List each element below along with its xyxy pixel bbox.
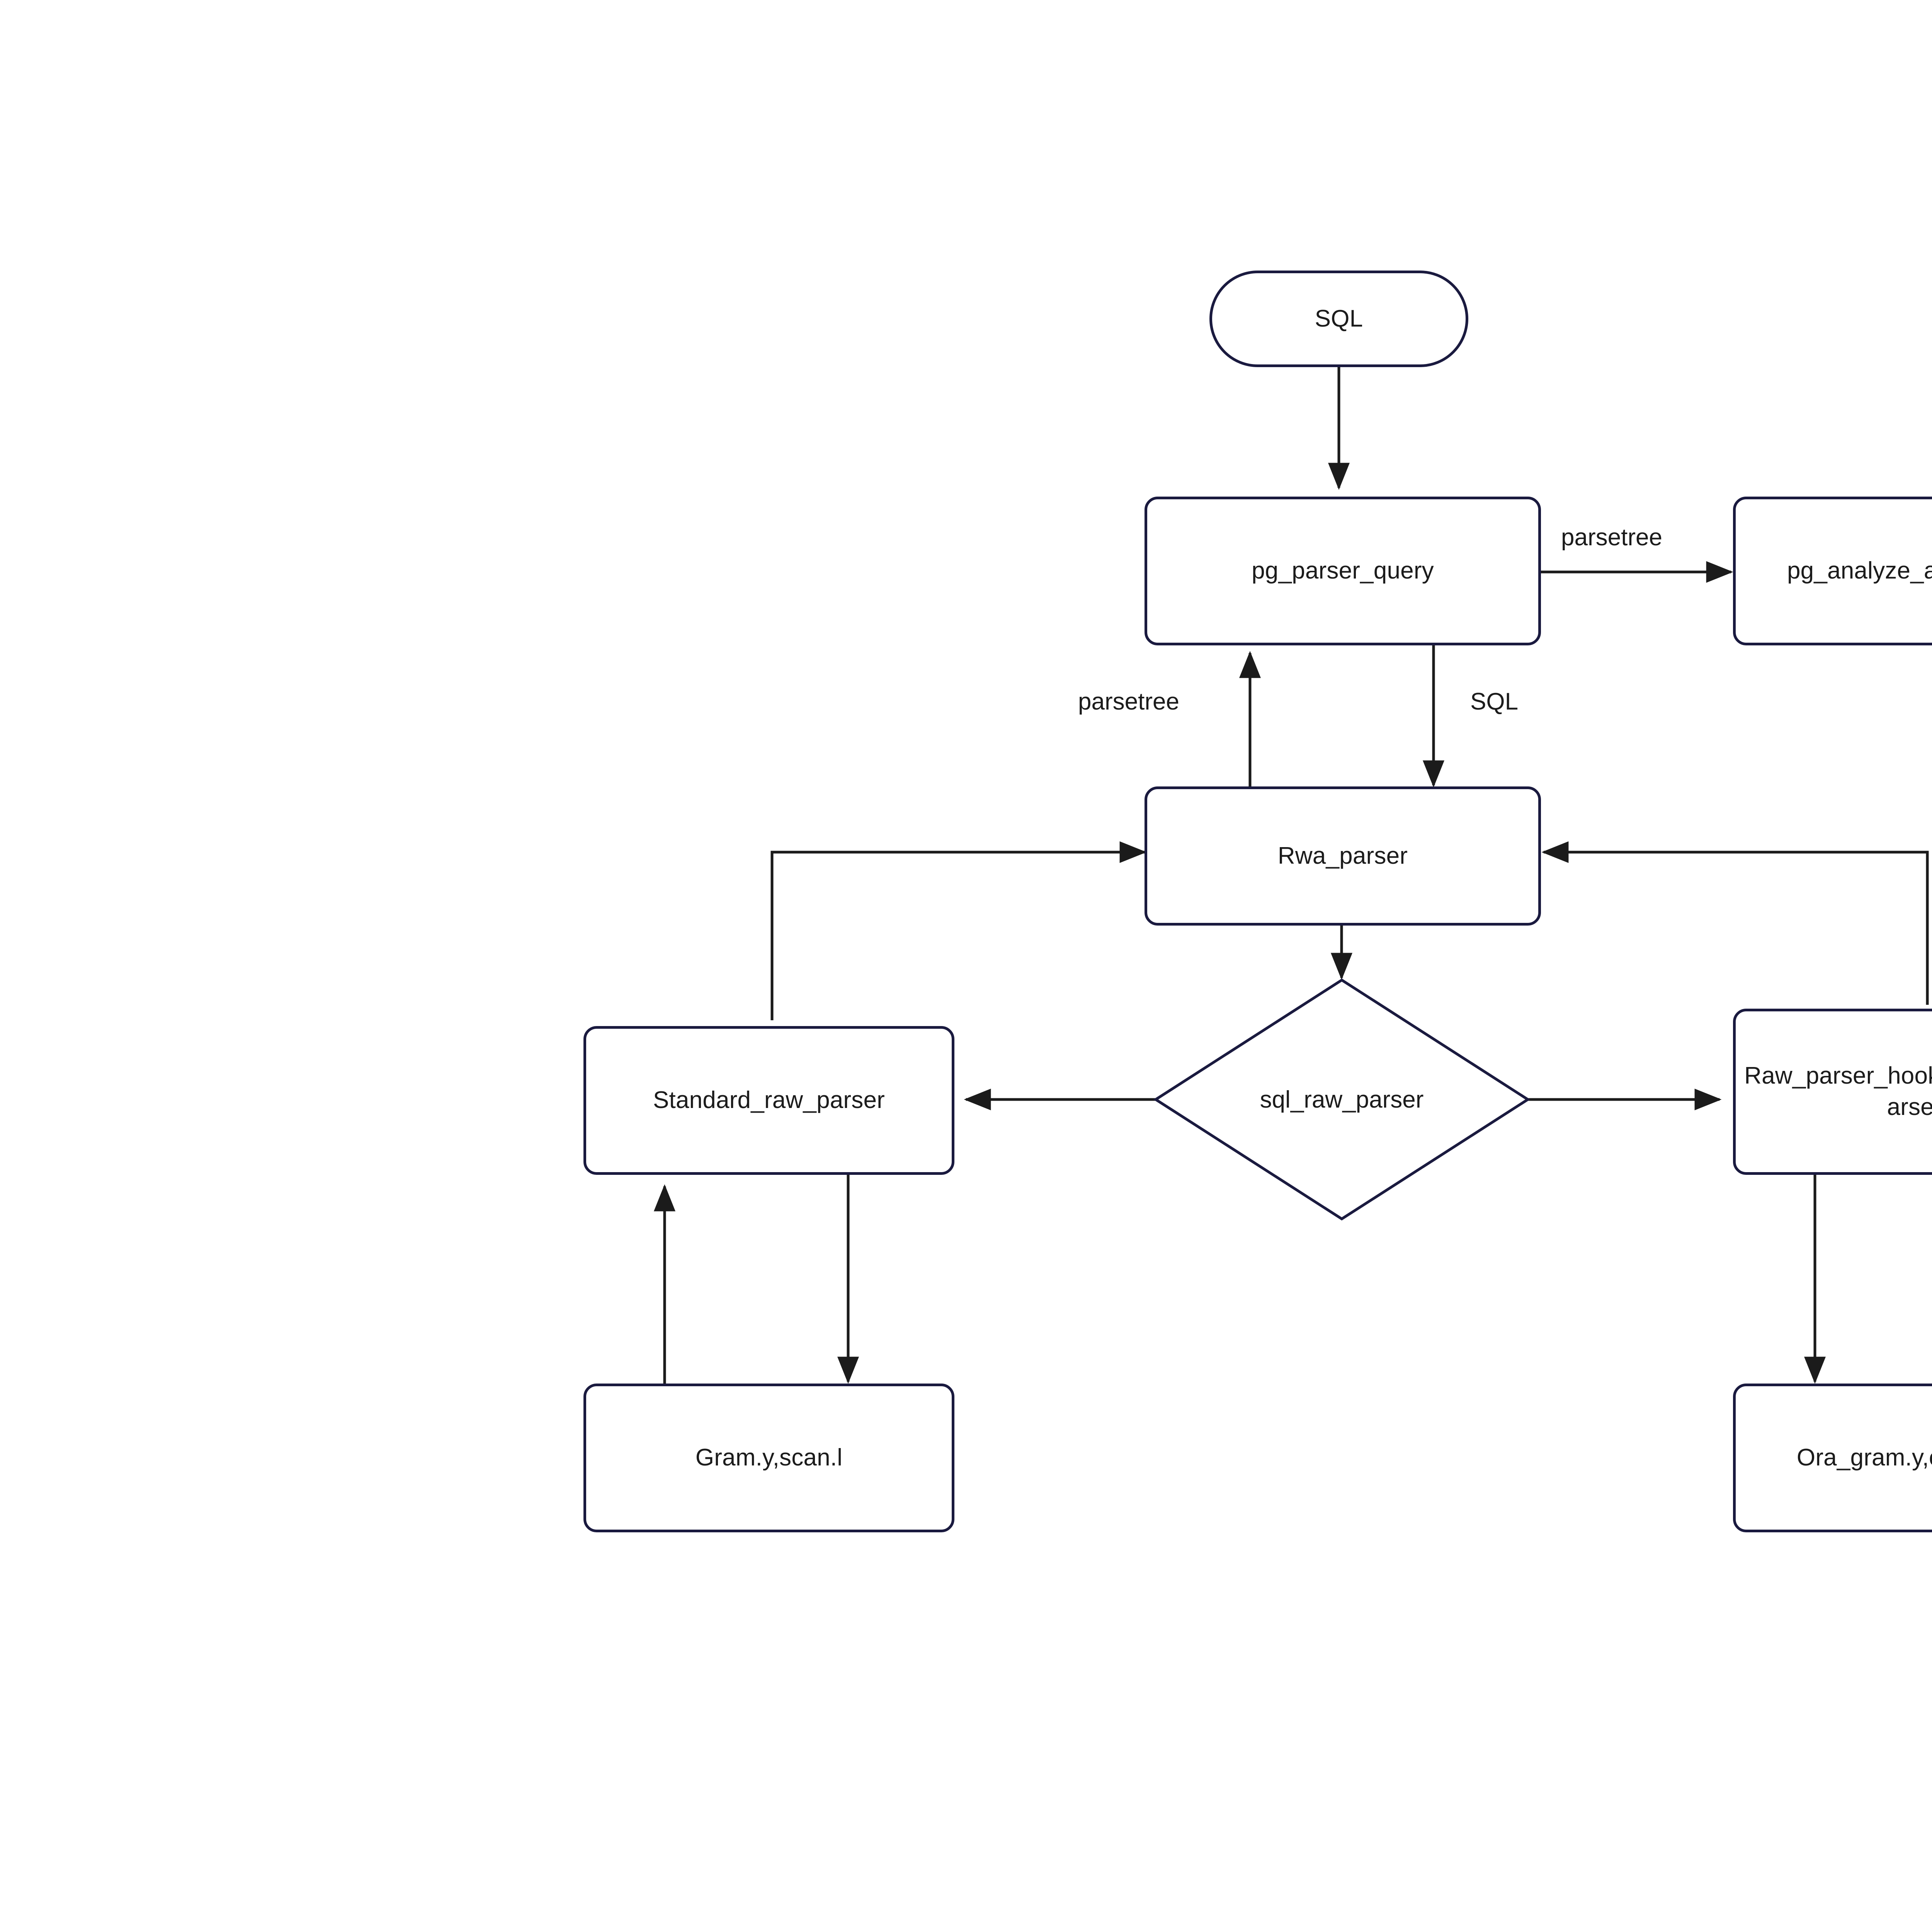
node-pg-parser-query[interactable]: pg_parser_query (1145, 497, 1541, 645)
node-standard-raw-parser[interactable]: Standard_raw_parser (583, 1026, 954, 1175)
edge-label-parsetree-rwa: parsetree (1078, 688, 1179, 715)
node-rwa-parser-label: Rwa_parser (1277, 842, 1408, 869)
node-sql-start-label: SQL (1315, 305, 1363, 332)
node-rwa-parser[interactable]: Rwa_parser (1145, 786, 1541, 926)
edge-label-sql-rwa: SQL (1470, 688, 1519, 715)
node-raw-parser-hook[interactable]: Raw_parser_hook(oracle_raw_parser) (1733, 1009, 1932, 1175)
node-sql-start[interactable]: SQL (1209, 271, 1468, 367)
node-raw-parser-hook-label: Raw_parser_hook(oracle_raw_parser) (1744, 1062, 1932, 1120)
edge-label-parsetree-analyze: parsetree (1561, 524, 1662, 551)
node-pg-analyze-and-rewrite[interactable]: pg_analyze_and_rewrite (1733, 497, 1932, 645)
node-gram-scan[interactable]: Gram.y,scan.l (583, 1384, 954, 1532)
node-standard-raw-parser-label: Standard_raw_parser (653, 1087, 885, 1114)
node-sql-raw-parser[interactable]: sql_raw_parser (1153, 978, 1531, 1221)
node-pg-parser-query-label: pg_parser_query (1252, 557, 1434, 584)
node-gram-scan-label: Gram.y,scan.l (695, 1444, 843, 1471)
diamond-shape (1153, 978, 1531, 1221)
edge-rawparserhook-to-rwaparser (1541, 841, 1929, 1005)
node-ora-gram-scan-label: Ora_gram.y,ora_scan.l (1796, 1444, 1932, 1471)
node-pg-analyze-and-rewrite-label: pg_analyze_and_rewrite (1787, 557, 1932, 584)
node-ora-gram-scan[interactable]: Ora_gram.y,ora_scan.l (1733, 1384, 1932, 1532)
edge-standardrawparser-to-rwaparser (770, 841, 1147, 1020)
